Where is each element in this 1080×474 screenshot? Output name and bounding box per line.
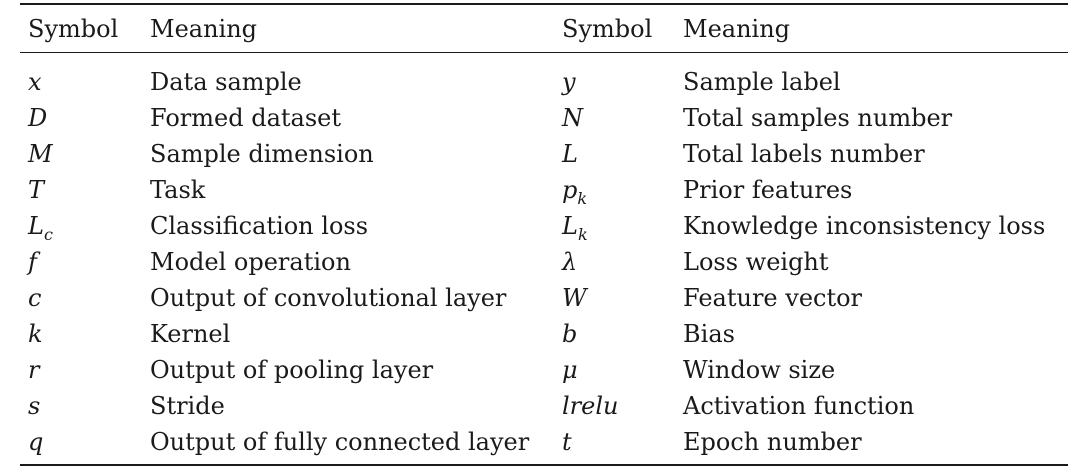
table-row: D Formed dataset N Total samples number	[20, 100, 1068, 136]
symbol-right-cell: t	[562, 424, 683, 460]
symbol-left-cell: c	[20, 280, 150, 316]
symbol-right-cell: lrelu	[562, 388, 683, 424]
symbol-base: W	[562, 284, 587, 313]
symbol-left-cell: f	[20, 244, 150, 280]
symbol-base: c	[28, 284, 42, 313]
symbol-base: t	[562, 428, 572, 457]
meaning-right-cell: Sample label	[683, 68, 841, 97]
symbol-base: x	[28, 68, 42, 97]
table-row: k Kernel b Bias	[20, 316, 1068, 352]
symbol-base: s	[28, 392, 41, 421]
top-rule	[20, 3, 1068, 5]
symbol-left-cell: s	[20, 388, 150, 424]
header-symbol-left: Symbol	[28, 15, 119, 43]
symbol-base: y	[562, 68, 576, 97]
symbol-right-cell: b	[562, 316, 683, 352]
symbol-right-cell: L	[562, 136, 683, 172]
table-row: M Sample dimension L Total labels number	[20, 136, 1068, 172]
symbol-table: Symbol Meaning Symbol Meaning	[20, 5, 1068, 52]
symbol-left-cell: x	[20, 64, 150, 100]
meaning-right-cell: Epoch number	[683, 428, 862, 457]
header-row: Symbol Meaning Symbol Meaning	[20, 5, 1068, 52]
header-rule	[20, 52, 1068, 54]
table-row: c Output of convolutional layer W Feature v…	[20, 280, 1068, 316]
symbol-base: p	[562, 176, 578, 205]
symbol-base: T	[28, 176, 45, 205]
symbol-base: b	[562, 320, 578, 349]
header-gap	[20, 53, 1068, 64]
meaning-right-cell: Window size	[683, 356, 836, 385]
meaning-left-cell: Kernel	[150, 320, 231, 349]
bottom-rule	[20, 464, 1068, 467]
table-row: f Model operation λ Loss weight	[20, 244, 1068, 280]
symbol-base: q	[28, 428, 44, 457]
table-row: x Data sample y Sample label	[20, 64, 1068, 100]
symbol-base: lrelu	[562, 392, 619, 421]
meaning-left-cell: Sample dimension	[150, 140, 374, 169]
table-header: Symbol Meaning Symbol Meaning	[20, 5, 1068, 52]
table-row: q Output of fully connected layer t Epoch n…	[20, 424, 1068, 460]
meaning-left-cell: Output of fully connected layer	[150, 428, 530, 457]
table-row: s Stride lrelu Activation function	[20, 388, 1068, 424]
meaning-left-cell: Model operation	[150, 248, 351, 277]
header-meaning-right: Meaning	[683, 15, 791, 43]
symbol-base: f	[28, 248, 37, 277]
meaning-left-cell: Stride	[150, 392, 225, 421]
meaning-left-cell: Output of pooling layer	[150, 356, 434, 385]
symbol-base: M	[28, 140, 53, 169]
notation-table: Symbol Meaning Symbol Meaning x Data samp…	[20, 3, 1068, 467]
meaning-right-cell: Loss weight	[683, 248, 829, 277]
symbol-subscript: k	[577, 225, 588, 245]
symbol-left-cell: T	[20, 172, 150, 208]
meaning-right-cell: Bias	[683, 320, 735, 349]
symbol-right-cell: λ	[562, 244, 683, 280]
meaning-left-cell: Data sample	[150, 68, 302, 97]
symbol-base: N	[562, 104, 583, 133]
meaning-left-cell: Task	[150, 176, 206, 205]
symbol-subscript: c	[43, 225, 53, 245]
symbol-left-cell: Lc	[20, 208, 150, 244]
meaning-right-cell: Prior features	[683, 176, 853, 205]
symbol-right-cell: N	[562, 100, 683, 136]
meaning-right-cell: Total samples number	[683, 104, 953, 133]
symbol-base: λ	[562, 248, 578, 277]
symbol-base: L	[28, 212, 44, 241]
symbol-base: k	[28, 320, 43, 349]
meaning-right-cell: Knowledge inconsistency loss	[683, 212, 1046, 241]
table-row: r Output of pooling layer μ Window size	[20, 352, 1068, 388]
meaning-left-cell: Classification loss	[150, 212, 369, 241]
symbol-right-cell: y	[562, 64, 683, 100]
symbol-subscript: k	[577, 189, 588, 209]
symbol-left-cell: q	[20, 424, 150, 460]
symbol-right-cell: W	[562, 280, 683, 316]
header-meaning-left: Meaning	[150, 15, 258, 43]
symbol-base: D	[28, 104, 48, 133]
symbol-base: r	[28, 356, 40, 385]
symbol-right-cell: μ	[562, 352, 683, 388]
meaning-left-cell: Output of convolutional layer	[150, 284, 507, 313]
symbol-base: L	[562, 140, 578, 169]
symbol-left-cell: k	[20, 316, 150, 352]
meaning-right-cell: Total labels number	[683, 140, 925, 169]
meaning-right-cell: Activation function	[683, 392, 915, 421]
symbol-right-cell: pk	[562, 172, 683, 208]
symbol-left-cell: D	[20, 100, 150, 136]
header-symbol-right: Symbol	[562, 15, 653, 43]
symbol-base: μ	[562, 356, 578, 385]
symbol-base: L	[562, 212, 578, 241]
meaning-right-cell: Feature vector	[683, 284, 863, 313]
meaning-left-cell: Formed dataset	[150, 104, 342, 133]
symbol-left-cell: r	[20, 352, 150, 388]
symbol-right-cell: Lk	[562, 208, 683, 244]
symbol-left-cell: M	[20, 136, 150, 172]
